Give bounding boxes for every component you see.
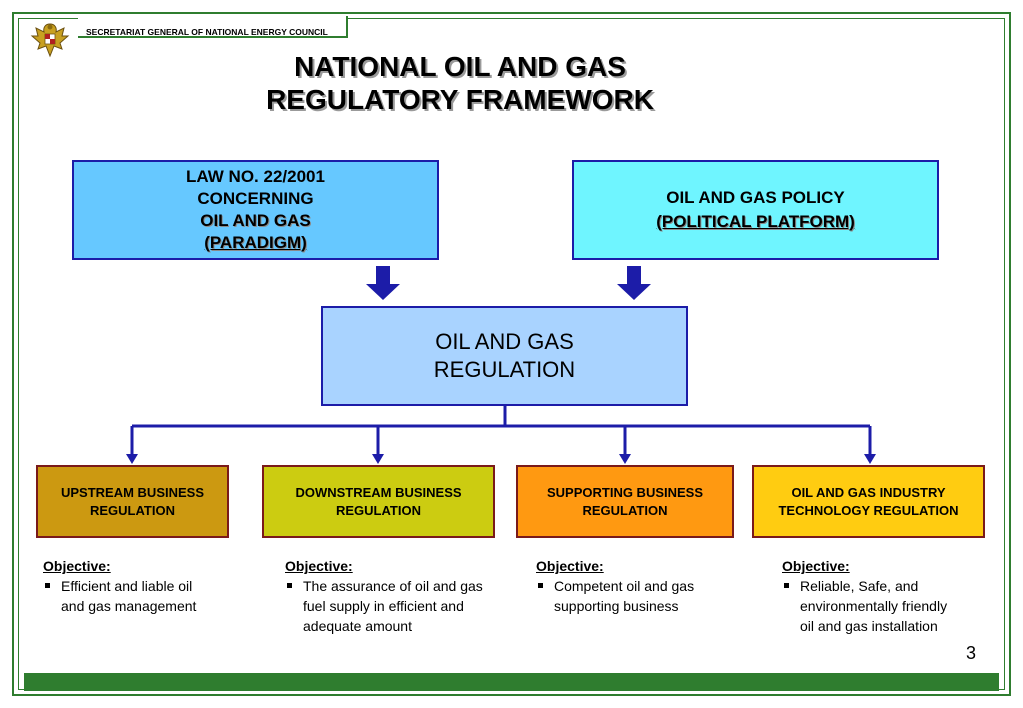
technology-line-2: TECHNOLOGY REGULATION <box>778 502 959 518</box>
arrow-law-to-regulation <box>366 266 400 300</box>
law-line-3: OIL AND GAS <box>200 211 311 230</box>
footer-bar <box>24 673 999 691</box>
policy-line-2: (POLITICAL PLATFORM) <box>656 212 855 231</box>
law-line-2: CONCERNING <box>197 189 314 208</box>
slide-title: NATIONAL OIL AND GAS REGULATORY FRAMEWOR… <box>180 50 740 116</box>
downstream-regulation-box: DOWNSTREAM BUSINESS REGULATION <box>262 465 495 538</box>
regulation-line-1: OIL AND GAS <box>435 329 574 354</box>
policy-line-1: OIL AND GAS POLICY <box>666 188 845 207</box>
technology-regulation-box: OIL AND GAS INDUSTRY TECHNOLOGY REGULATI… <box>752 465 985 538</box>
garuda-emblem-icon <box>30 23 70 58</box>
law-box: LAW NO. 22/2001 CONCERNING OIL AND GAS (… <box>72 160 439 260</box>
objective-item: The assurance of oil and gas fuel supply… <box>285 576 485 636</box>
policy-box: OIL AND GAS POLICY (POLITICAL PLATFORM) <box>572 160 939 260</box>
upstream-regulation-box: UPSTREAM BUSINESS REGULATION <box>36 465 229 538</box>
objective-heading: Objective: <box>43 558 111 574</box>
objective-item: Competent oil and gas supporting busines… <box>536 576 736 616</box>
law-line-4: (PARADIGM) <box>204 233 307 252</box>
regulation-box: OIL AND GAS REGULATION <box>321 306 688 406</box>
technology-line-1: OIL AND GAS INDUSTRY <box>791 484 946 500</box>
upstream-objective: Objective: Efficient and liable oil and … <box>43 556 213 616</box>
downstream-objective: Objective: The assurance of oil and gas … <box>285 556 485 636</box>
upstream-line-2: REGULATION <box>90 502 175 518</box>
arrow-policy-to-regulation <box>617 266 651 300</box>
title-line-2: REGULATORY FRAMEWORK <box>266 84 654 115</box>
law-line-1: LAW NO. 22/2001 <box>186 167 325 186</box>
regulation-line-2: REGULATION <box>433 357 576 382</box>
page-number: 3 <box>966 643 977 663</box>
technology-objective: Objective: Reliable, Safe, and environme… <box>782 556 962 636</box>
header-bar <box>78 16 348 38</box>
branch-connector <box>130 406 872 456</box>
organization-name: SECRETARIAT GENERAL OF NATIONAL ENERGY C… <box>86 27 328 37</box>
downstream-line-2: REGULATION <box>336 502 421 518</box>
upstream-line-1: UPSTREAM BUSINESS <box>60 484 205 500</box>
supporting-regulation-box: SUPPORTING BUSINESS REGULATION <box>516 465 734 538</box>
supporting-objective: Objective: Competent oil and gas support… <box>536 556 736 616</box>
downstream-line-1: DOWNSTREAM BUSINESS <box>295 484 462 500</box>
objective-heading: Objective: <box>782 558 850 574</box>
slide-outer-frame <box>12 12 1011 696</box>
supporting-line-1: SUPPORTING BUSINESS <box>546 484 704 500</box>
title-line-1: NATIONAL OIL AND GAS <box>294 51 626 82</box>
objective-heading: Objective: <box>285 558 353 574</box>
objective-item: Reliable, Safe, and environmentally frie… <box>782 576 962 636</box>
branch-arrowheads <box>126 454 876 464</box>
supporting-line-2: REGULATION <box>582 502 668 518</box>
objective-heading: Objective: <box>536 558 604 574</box>
objective-item: Efficient and liable oil and gas managem… <box>43 576 213 616</box>
